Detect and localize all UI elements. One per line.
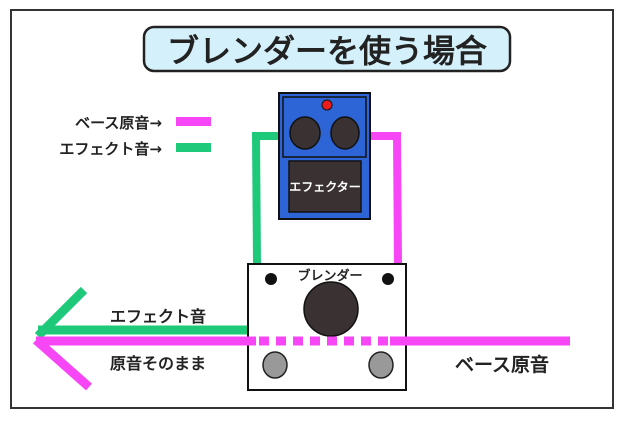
blender-label: ブレンダー [297,268,362,284]
original-as-is-label: 原音そのまま [110,354,206,373]
bass-original-label: ベース原音 [455,353,549,376]
legend-label-effect: エフェクト音→ [59,140,162,158]
original-arrowhead [33,336,92,391]
knob-icon [330,116,360,150]
effector-label: エフェクター [289,180,361,194]
effect-cable [251,132,278,265]
footswitch-icon [262,351,288,379]
knob-icon [289,116,321,150]
effector-footswitch [288,160,362,213]
footswitch-icon [368,351,394,379]
effect-sound-label: エフェクト音 [110,307,206,326]
legend-swatch-effect [176,143,211,152]
title-box [142,25,512,73]
legend-swatch-original [176,117,211,126]
jack-icon [265,273,277,285]
effector-panel [282,96,367,158]
led-icon [321,99,333,111]
title: ブレンダーを使う場合 [167,32,487,70]
original-cable [371,132,402,265]
jack-icon [382,273,394,285]
legend-label-original: ベース原音→ [75,114,162,132]
blend-knob-icon [303,281,359,337]
effect-arrowhead [34,286,88,340]
